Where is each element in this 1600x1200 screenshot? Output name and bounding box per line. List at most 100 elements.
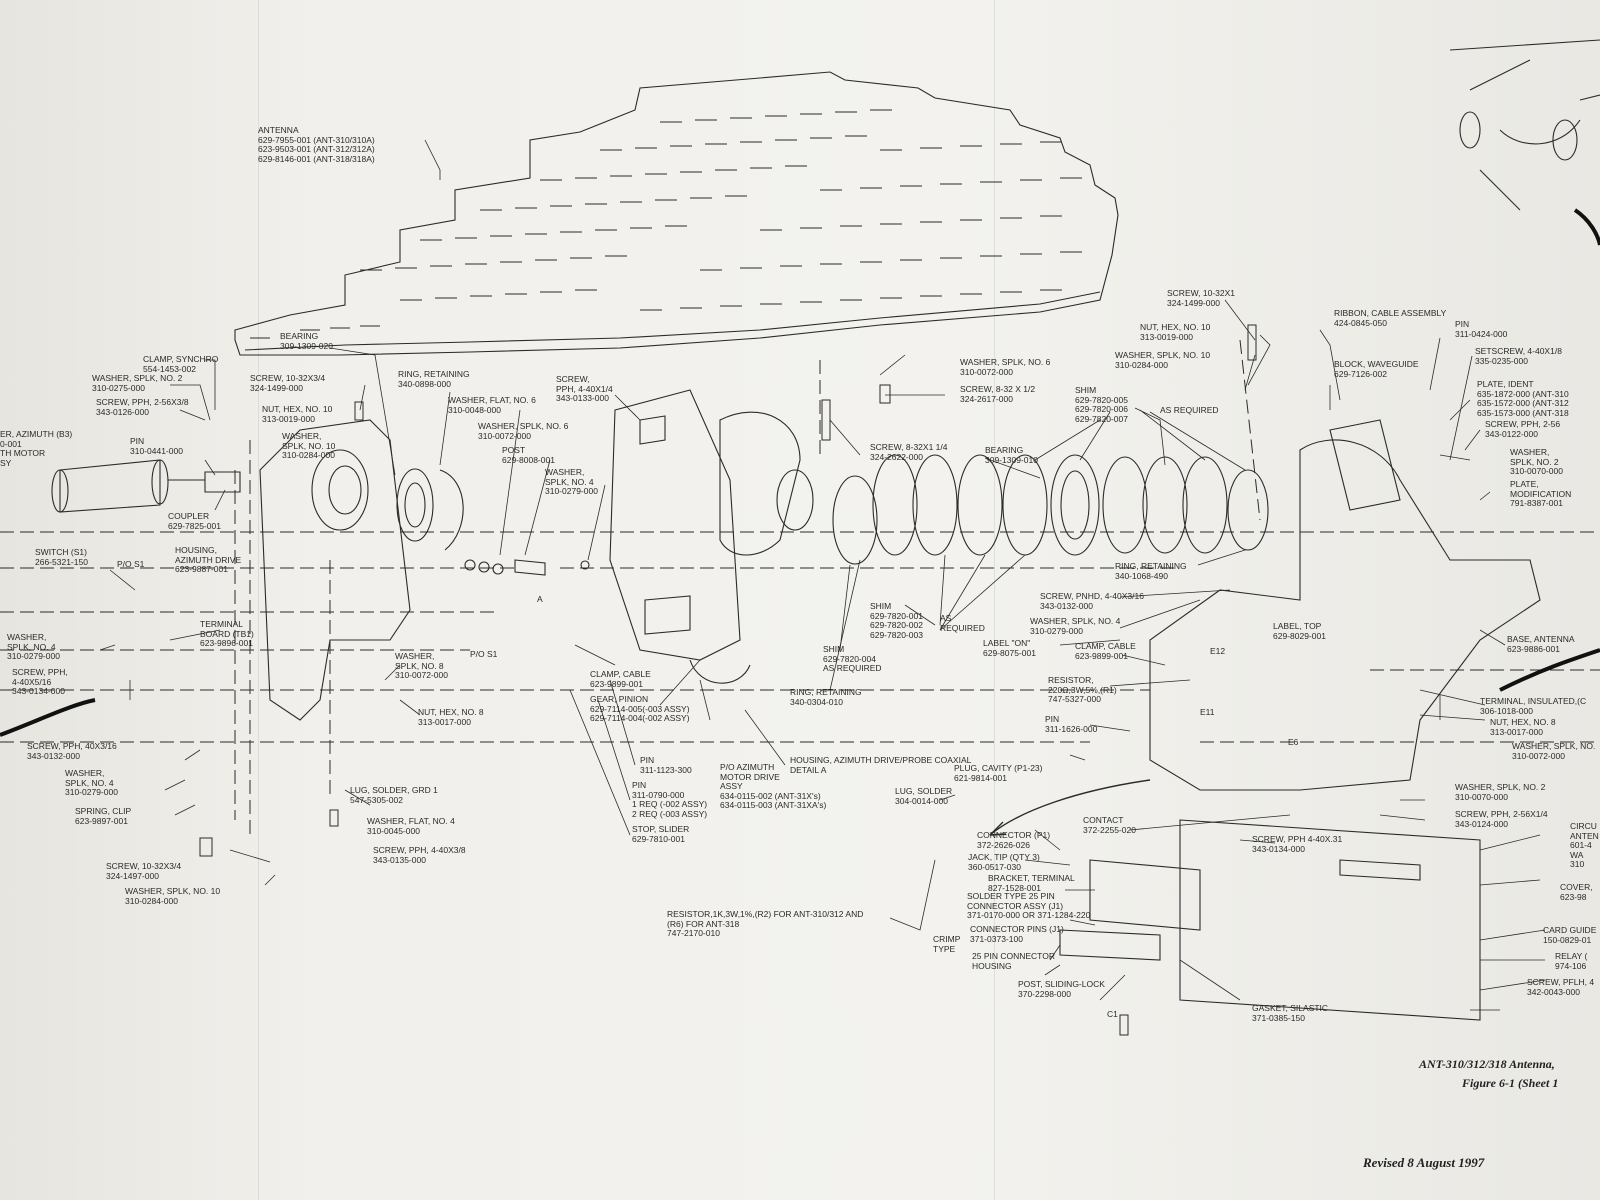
label-e11: E11 <box>1200 707 1215 718</box>
label-line: 629-7126-002 <box>1334 368 1387 379</box>
connector-bracket <box>1089 859 1201 931</box>
label-line: 324-1499-000 <box>250 382 303 393</box>
label-line: E11 <box>1200 707 1215 717</box>
label-line: 310-0284-000 <box>1115 359 1168 370</box>
label-line: 371-0385-150 <box>1252 1012 1305 1023</box>
label-line: WASHER, SPLK, NO. 2 <box>1455 782 1546 792</box>
label-line: BEARING <box>985 445 1024 455</box>
circuit-board-plate <box>1179 819 1481 1021</box>
pinion-gear <box>689 659 751 684</box>
label-line: 629-7820-004 <box>823 653 876 664</box>
label-line: CONNECTOR (P1) <box>977 830 1051 840</box>
label-line: COVER, <box>1560 882 1593 892</box>
label-line: COUPLER <box>168 511 210 521</box>
label-po-s1-a: P/O S1 <box>117 559 144 570</box>
label-line: WASHER, <box>65 768 105 778</box>
label-line: 635-1572-000 (ANT-312 <box>1477 398 1569 408</box>
label-line: BLOCK, WAVEGUIDE <box>1334 359 1419 369</box>
label-line: 623-9887-001 <box>175 564 228 574</box>
label-line: 310-0072-000 <box>960 366 1013 377</box>
waveguide-block <box>1329 419 1401 511</box>
label-line: 311-0424-000 <box>1455 328 1508 339</box>
label-line: 370-2298-000 <box>1018 988 1071 999</box>
label-line: 324-2617-000 <box>960 393 1013 404</box>
label-line: 310-0284-000 <box>125 895 178 906</box>
label-line: 629-7820-007 <box>1075 413 1128 424</box>
label-line: PLATE, IDENT <box>1477 379 1534 389</box>
label-c1: C1 <box>1107 1009 1118 1020</box>
shim-ring-stack <box>832 454 1269 565</box>
label-line: GASKET, SILASTIC <box>1252 1003 1329 1013</box>
label-line: 324-2622-000 <box>870 451 923 462</box>
label-label-on: LABEL "ON"629-8075-001 <box>983 638 1036 658</box>
label-line: SPRING, CLIP <box>75 806 132 816</box>
label-line: 372-2626-026 <box>977 839 1030 850</box>
label-line: TERMINAL <box>200 619 243 629</box>
label-line: 340-0898-000 <box>398 378 451 389</box>
label-line: 623-9503-001 (ANT-312/312A) <box>258 144 375 154</box>
motor-drive-plate <box>609 389 741 661</box>
label-line: 372-2255-020 <box>1083 824 1136 835</box>
label-line: 629-8146-001 (ANT-318/318A) <box>258 153 375 164</box>
label-line: SHIM <box>1075 385 1097 395</box>
drive-motor-body <box>719 411 801 556</box>
label-line: 974-106 <box>1555 960 1587 971</box>
label-line: SCREW, 8-32X1 1/4 <box>870 442 948 452</box>
detail-insert-top-right <box>1449 39 1600 211</box>
label-line: 150-0829-01 <box>1543 934 1592 945</box>
label-line: RING, RETAINING <box>1115 561 1187 571</box>
label-line: CRIMP <box>933 934 961 944</box>
label-line: WASHER, SPLK, NO. 6 <box>478 421 569 431</box>
label-line: SPLK, NO. 4 <box>65 777 114 788</box>
label-line: BRACKET, TERMINAL <box>988 873 1075 883</box>
label-line: A <box>537 594 543 604</box>
label-line: 310-0284-000 <box>282 450 335 460</box>
label-line: 309-1309-010 <box>985 454 1038 465</box>
label-line: 310-0279-000 <box>7 651 60 661</box>
label-line: SPLK, NO. 4 <box>7 641 56 652</box>
label-line: BEARING <box>280 331 319 341</box>
label-line: 220Ω,3W,5%,(R1) <box>1048 684 1117 695</box>
flow-arrow-left <box>0 698 96 737</box>
label-line: AS REQUIRED <box>823 663 882 673</box>
label-line: 310-0275-000 <box>92 382 145 393</box>
label-line: RING, RETAINING <box>398 369 470 379</box>
label-line: WASHER, SPLK, NO. 6 <box>960 357 1051 367</box>
label-line: SOLDER TYPE 25 PIN <box>967 891 1055 901</box>
connector-housing-25-pin <box>1059 929 1161 961</box>
label-line: CIRCU <box>1570 821 1597 831</box>
label-line: SPLK, NO. 10 <box>282 440 336 451</box>
label-line: SPLK, NO. 8 <box>395 660 444 671</box>
detail-callout-arrow <box>989 779 1151 836</box>
label-line: 629-7810-001 <box>632 833 685 844</box>
label-line: WASHER, <box>7 632 47 642</box>
label-line: 547-5305-002 <box>350 794 403 805</box>
assembly-axis-lines <box>0 339 1600 840</box>
label-line: 623-9899-001 <box>1075 650 1128 661</box>
label-line: SPLK, NO. 4 <box>545 476 594 487</box>
label-line: ASSY <box>720 781 743 791</box>
label-line: SCREW, PPH 4-40X.31 <box>1252 834 1343 844</box>
label-cover: COVER,623-98 <box>1560 882 1593 902</box>
label-line: 629-7955-001 (ANT-310/310A) <box>258 134 375 145</box>
label-line: CLAMP, SYNCHRO <box>143 354 219 364</box>
